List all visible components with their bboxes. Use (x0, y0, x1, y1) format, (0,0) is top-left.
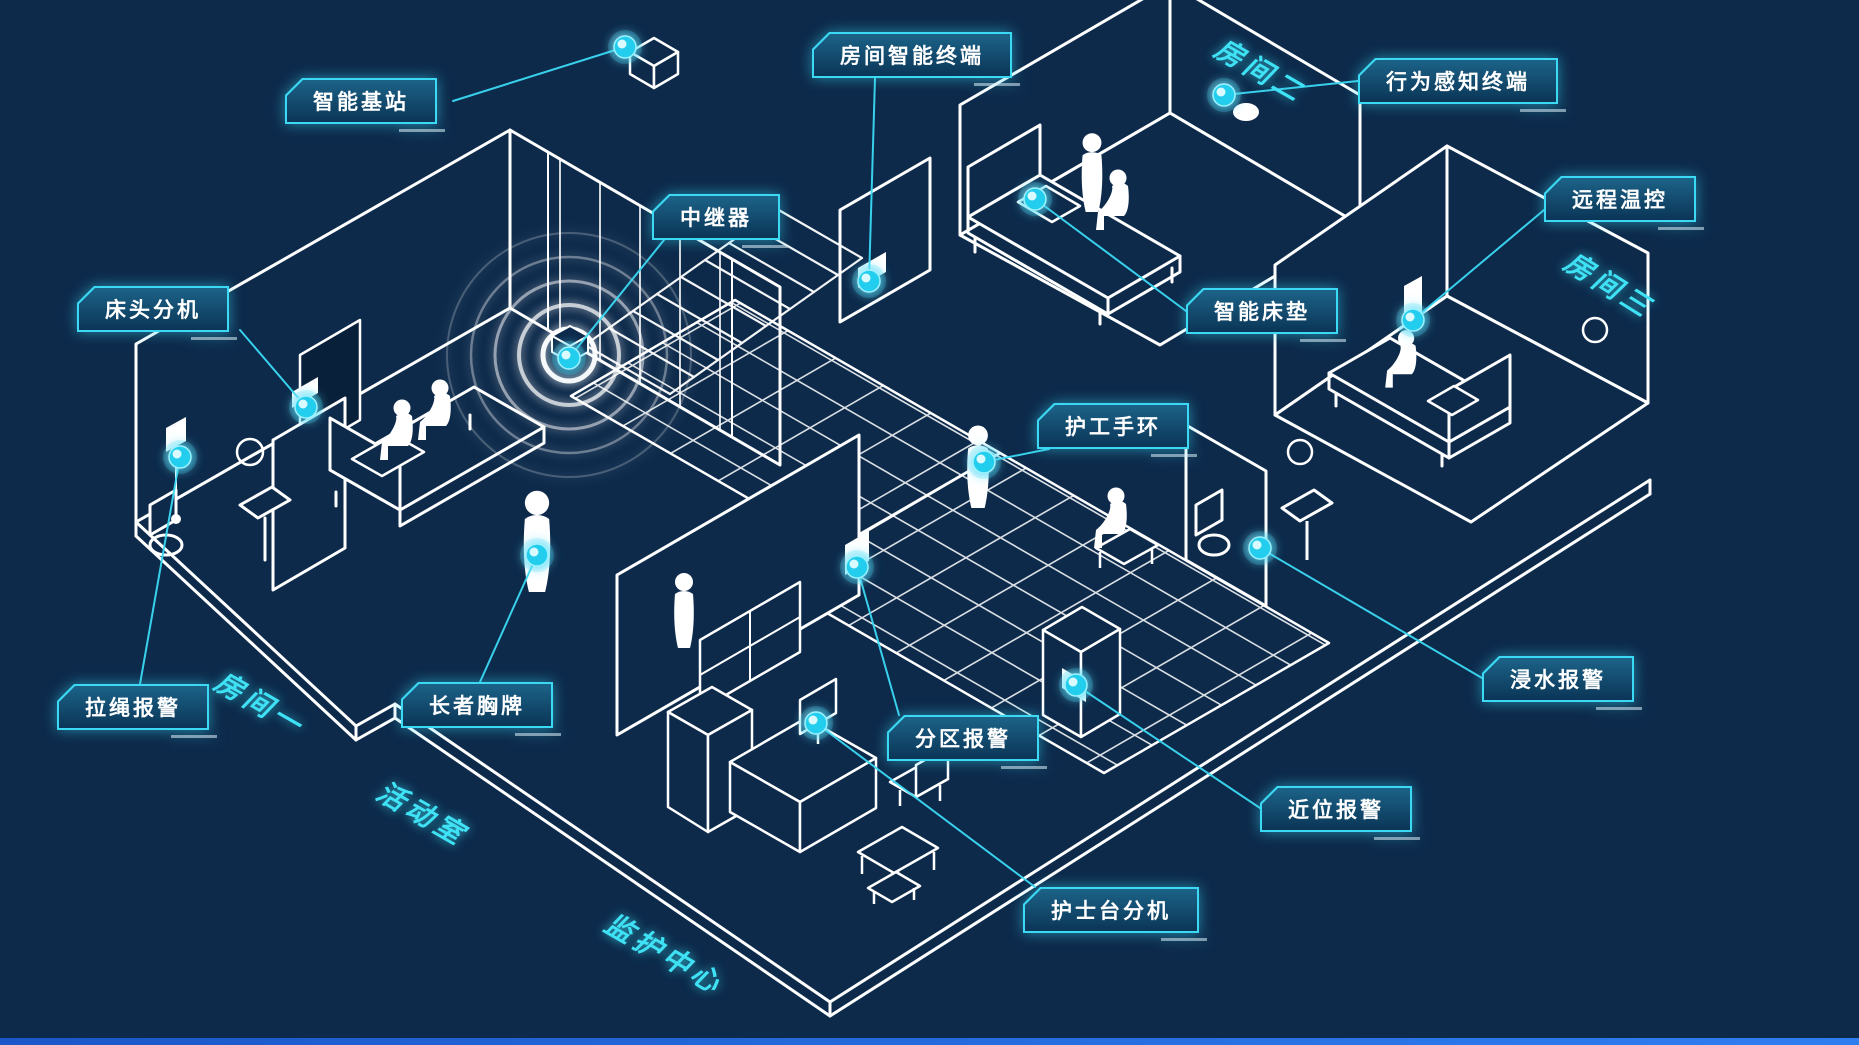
center-bathroom (1184, 423, 1334, 608)
elder-badge-marker[interactable] (520, 538, 554, 572)
nurse-extension-marker[interactable] (799, 706, 833, 740)
label-remote-thermostat[interactable]: 远程温控 (1544, 176, 1704, 230)
label-nurse-station-extension[interactable]: 护士台分机 (1023, 887, 1207, 941)
label-repeater[interactable]: 中继器 (652, 194, 788, 248)
label-text: 浸水报警 (1510, 669, 1606, 692)
label-bedside-extension[interactable]: 床头分机 (77, 286, 237, 340)
leader-lines (139, 46, 1545, 888)
toilet-room-1 (148, 488, 184, 557)
nurse-person (674, 573, 694, 648)
label-room-smart-terminal[interactable]: 房间智能终端 (812, 32, 1020, 86)
label-behavior-sensing-terminal[interactable]: 行为感知终端 (1358, 58, 1566, 112)
label-text: 近位报警 (1288, 799, 1384, 822)
label-text: 护工手环 (1065, 416, 1161, 439)
room-3-structure (1273, 144, 1650, 524)
room-terminal-marker[interactable] (852, 264, 886, 298)
bedside-extension-marker[interactable] (289, 390, 323, 424)
repeater-marker[interactable] (552, 341, 586, 375)
sink-room-1 (235, 437, 292, 562)
remote-thermostat-marker[interactable] (1396, 303, 1430, 337)
proximity-alarm-marker[interactable] (1059, 668, 1093, 702)
label-text: 智能床垫 (1214, 301, 1310, 324)
wall-clock (1581, 316, 1609, 344)
plaza-bench (1094, 527, 1160, 568)
label-proximity-alarm[interactable]: 近位报警 (1260, 786, 1420, 840)
flood-alarm-marker[interactable] (1243, 531, 1277, 565)
bottom-accent-bar (0, 1038, 1859, 1045)
zone-alarm-marker[interactable] (840, 550, 874, 584)
label-text: 中继器 (680, 207, 752, 230)
label-text: 拉绳报警 (85, 697, 181, 720)
label-smart-mattress[interactable]: 智能床垫 (1186, 288, 1346, 342)
caregiver-wristband-marker[interactable] (967, 445, 1001, 479)
base-station-marker[interactable] (608, 30, 642, 64)
pull-cord-alarm-marker[interactable] (163, 440, 197, 474)
label-flood-alarm[interactable]: 浸水报警 (1482, 656, 1642, 710)
label-text: 长者胸牌 (429, 695, 525, 718)
nurse-window (698, 580, 802, 712)
label-smart-base-station[interactable]: 智能基站 (285, 78, 445, 132)
base-station-device (628, 36, 680, 90)
platform-edges (134, 478, 1652, 1018)
label-text: 远程温控 (1572, 189, 1668, 212)
activity-room-structure (508, 128, 782, 467)
behavior-terminal-marker[interactable] (1207, 78, 1241, 112)
label-text: 房间智能终端 (840, 45, 984, 68)
label-pull-cord-alarm[interactable]: 拉绳报警 (57, 684, 217, 738)
label-text: 床头分机 (105, 299, 201, 322)
markers (163, 30, 1430, 740)
label-text: 行为感知终端 (1386, 71, 1530, 94)
label-text: 智能基站 (313, 91, 409, 114)
behavior-terminal-device (1233, 103, 1259, 121)
label-caregiver-wristband[interactable]: 护工手环 (1037, 403, 1197, 457)
bed-room-3 (1327, 336, 1512, 468)
label-zone-alarm[interactable]: 分区报警 (887, 715, 1047, 769)
smart-mattress-marker[interactable] (1018, 182, 1052, 216)
label-elder-badge[interactable]: 长者胸牌 (401, 682, 561, 736)
label-text: 分区报警 (915, 728, 1011, 751)
room-1-structure (134, 128, 546, 592)
label-text: 护士台分机 (1051, 900, 1171, 923)
